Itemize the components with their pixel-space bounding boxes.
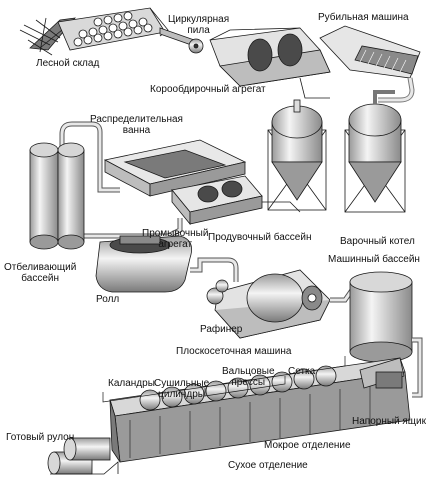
finished-roll-label: Готовый рулон <box>6 432 75 443</box>
paper-machine <box>109 357 411 463</box>
log-pile <box>19 7 169 56</box>
refiner-label: Рафинер <box>200 324 243 335</box>
circular-saw-label: Циркулярная пила <box>168 14 230 36</box>
chipper-machine <box>319 25 421 103</box>
calenders-label: Каландры <box>108 378 155 389</box>
section-brackets <box>102 356 346 403</box>
beater-roll <box>95 235 193 293</box>
distribution-tank <box>103 139 247 197</box>
washer-unit <box>171 175 263 226</box>
digester-right <box>344 90 406 213</box>
pipes-upper <box>59 121 183 239</box>
felt-press-label: Вальцовые прессы <box>222 366 275 388</box>
roll-label: Ролл <box>96 294 120 305</box>
chipper-label: Рубильная машина <box>318 12 409 23</box>
log-conveyor <box>159 27 204 54</box>
fourdrinier-label: Плоскосеточная машина <box>176 346 292 357</box>
dry-section-label: Сухое отделение <box>228 460 308 471</box>
wet-section-label: Мокрое отделение <box>264 440 351 451</box>
dryer-cylinders-label: Сушильные цилиндры <box>154 378 210 400</box>
washer-label: Промывочный агрегат <box>142 228 209 250</box>
washer-pipe <box>262 201 301 213</box>
headbox-label: Напорный ящик <box>352 416 426 427</box>
machine-chest-label: Машинный бассейн <box>328 254 420 265</box>
bleach-tanks <box>29 142 85 250</box>
blow-tank-label: Продувочный бассейн <box>208 232 312 243</box>
bleach-tank-label: Отбеливающий бассейн <box>4 262 77 284</box>
distribution-tank-label: Распределительная ванна <box>90 114 183 136</box>
digester-label: Варочный котел <box>340 236 415 247</box>
log-yard-label: Лесной склад <box>36 58 100 69</box>
digester-left <box>267 99 327 211</box>
finished-rolls <box>47 437 119 475</box>
wire-label: Сетка <box>288 366 316 377</box>
machine-chest <box>349 271 413 363</box>
debarker-label: Корообдирочный агрегат <box>150 84 266 95</box>
debarker-drum <box>209 27 331 87</box>
refiner-machine <box>206 269 331 339</box>
debarker-pipe <box>299 77 330 99</box>
